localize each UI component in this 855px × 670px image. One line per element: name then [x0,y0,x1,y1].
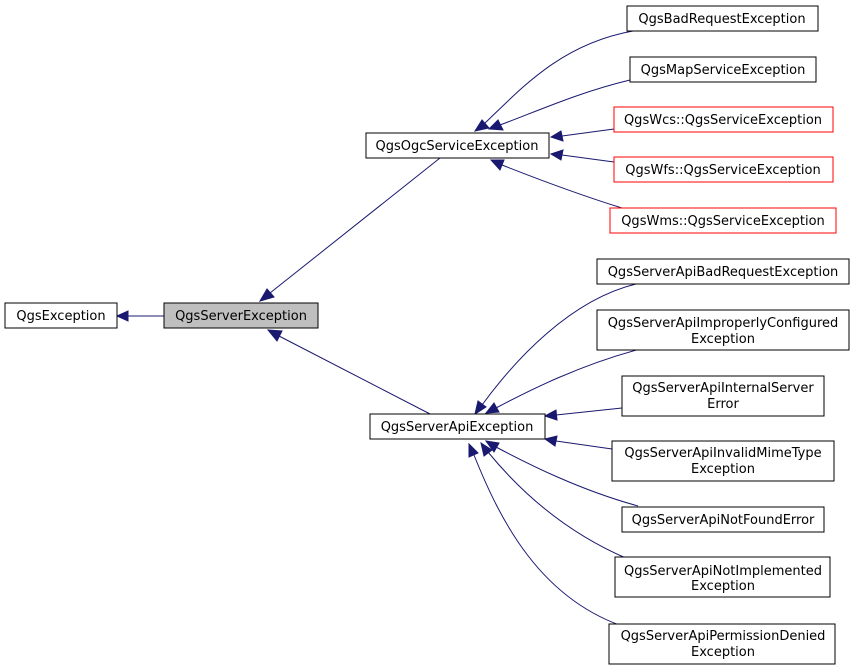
edge-apibadrequest-to-api [474,283,637,416]
node-label: QgsBadRequestException [638,12,805,27]
node-label: QgsServerApiNotFoundError [632,513,815,528]
edge-apinotfound-to-api [484,440,639,507]
node-api-not-found-error[interactable]: QgsServerApiNotFoundError [621,506,825,533]
node-label-line2: Error [707,397,739,412]
node-label: QgsWfs::QgsServiceException [625,163,821,178]
node-label-line1: QgsServerApiPermissionDenied [621,629,826,644]
edge-api-to-server [266,329,433,416]
node-qgs-wcs-service-exception[interactable]: QgsWcs::QgsServiceException [613,106,834,133]
node-api-internal-server-error[interactable]: QgsServerApiInternalServer Error [621,375,825,417]
node-label-line1: QgsServerApiNotImplemented [624,564,822,579]
node-label: QgsServerException [175,309,307,324]
node-label-line2: Exception [691,579,755,594]
node-api-improperly-configured-exception[interactable]: QgsServerApiImproperlyConfigured Excepti… [596,309,850,351]
edge-mapservice-to-ogc [487,79,631,131]
edge-apiimproper-to-api [484,348,641,414]
node-label-line2: Exception [691,645,755,660]
edge-apiinvalidmime-to-api [543,435,613,450]
node-qgs-ogc-service-exception[interactable]: QgsOgcServiceException [365,132,550,159]
edge-wfs-to-ogc [549,149,615,163]
node-label: QgsWms::QgsServiceException [621,214,825,229]
node-label-line2: Exception [691,332,755,347]
node-label: QgsWcs::QgsServiceException [624,113,822,128]
node-label-line1: QgsServerApiInternalServer [632,381,814,396]
edge-apipermission-to-api [468,442,629,629]
edge-apinotimplemented-to-api [480,441,629,560]
node-api-bad-request-exception[interactable]: QgsServerApiBadRequestException [596,258,850,285]
node-label-line1: QgsServerApiInvalidMimeType [624,446,821,461]
node-label: QgsServerApiException [381,420,534,435]
node-qgs-server-exception: QgsServerException [163,302,319,329]
edge-badrequest-to-ogc [473,30,634,132]
node-qgs-bad-request-exception[interactable]: QgsBadRequestException [626,5,819,32]
edge-wcs-to-ogc [549,128,615,142]
node-api-not-implemented-exception[interactable]: QgsServerApiNotImplemented Exception [614,556,831,598]
node-label-line2: Exception [691,462,755,477]
node-label: QgsException [16,309,105,324]
node-qgs-server-api-exception[interactable]: QgsServerApiException [369,413,546,440]
edge-server-to-exception [115,310,164,322]
node-label: QgsMapServiceException [641,63,806,78]
edge-ogc-to-server [258,157,441,302]
edge-apiinternal-to-api [543,407,623,421]
node-qgs-wfs-service-exception[interactable]: QgsWfs::QgsServiceException [613,156,834,183]
node-label: QgsServerApiBadRequestException [608,265,839,280]
edge-wms-to-ogc [489,159,623,209]
node-qgs-map-service-exception[interactable]: QgsMapServiceException [629,56,817,83]
node-api-invalid-mime-type-exception[interactable]: QgsServerApiInvalidMimeType Exception [611,440,835,482]
node-label-line1: QgsServerApiImproperlyConfigured [608,316,839,331]
node-label: QgsOgcServiceException [376,139,539,154]
node-qgs-exception[interactable]: QgsException [4,302,118,329]
node-api-permission-denied-exception[interactable]: QgsServerApiPermissionDenied Exception [608,623,836,665]
node-qgs-wms-service-exception[interactable]: QgsWms::QgsServiceException [609,207,837,234]
